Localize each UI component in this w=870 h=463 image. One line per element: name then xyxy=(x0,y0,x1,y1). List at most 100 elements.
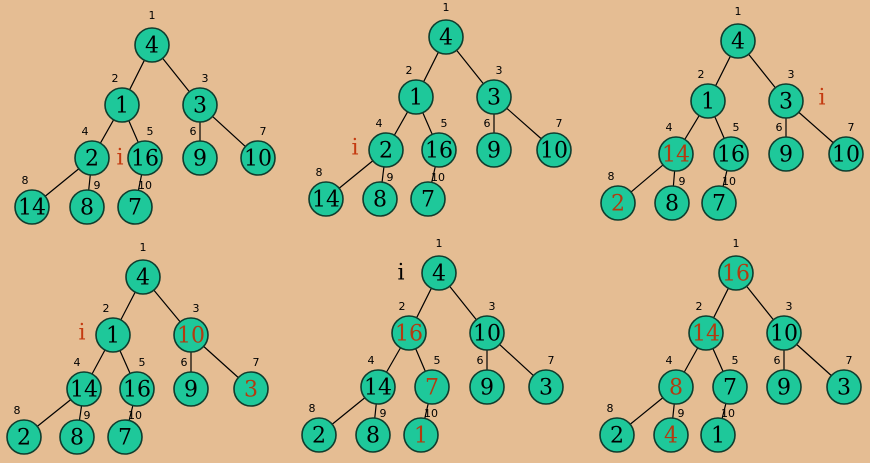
node-index-label: 1 xyxy=(443,1,450,14)
node-value: 9 xyxy=(779,143,793,168)
node-index-label: 4 xyxy=(666,121,673,134)
node-circle xyxy=(173,317,209,353)
node-circle xyxy=(308,181,344,217)
node-index-label: 5 xyxy=(441,117,448,130)
node-index-label: 5 xyxy=(434,354,441,367)
edge-1-2 xyxy=(120,291,136,321)
edge-5-10 xyxy=(137,174,143,191)
node-circle xyxy=(119,371,155,407)
node-value: 14 xyxy=(692,322,720,347)
node-value: 7 xyxy=(128,196,142,221)
edge-1-3 xyxy=(748,53,776,89)
node-value: 7 xyxy=(712,192,726,217)
heap-node-3: 33 xyxy=(182,72,218,123)
node-index-label: 6 xyxy=(774,354,781,367)
heap-node-1: 41 xyxy=(428,1,464,55)
node-value: 2 xyxy=(17,426,31,451)
node-circle xyxy=(421,132,457,168)
edge-4-8 xyxy=(630,164,664,193)
node-circle xyxy=(768,136,804,172)
node-value: 3 xyxy=(193,94,207,119)
heap-node-10: 110 xyxy=(700,407,736,453)
node-index-label: 5 xyxy=(732,354,739,367)
heap-node-8: 148 xyxy=(308,166,344,217)
node-value: 3 xyxy=(539,376,553,401)
node-value: 9 xyxy=(480,376,494,401)
node-value: 3 xyxy=(837,376,851,401)
node-index-label: 6 xyxy=(484,117,491,130)
heap-node-1: 41 xyxy=(125,241,161,295)
node-value: 3 xyxy=(244,378,258,403)
node-circle xyxy=(718,255,754,291)
heap-node-6: 96 xyxy=(173,356,209,407)
node-value: 8 xyxy=(665,192,679,217)
node-circle xyxy=(536,132,572,168)
node-value: 10 xyxy=(770,322,798,347)
node-index-label: 8 xyxy=(607,402,614,415)
heap-node-8: 28 xyxy=(600,170,636,221)
heap-node-6: 96 xyxy=(182,125,218,176)
heap-node-3: 33 xyxy=(476,64,512,115)
node-value: 3 xyxy=(487,86,501,111)
node-circle xyxy=(653,417,689,453)
node-circle xyxy=(117,189,153,225)
node-circle xyxy=(766,369,802,405)
node-circle xyxy=(398,79,434,115)
edge-5-10 xyxy=(431,166,436,183)
node-value: 16 xyxy=(123,378,151,403)
node-value: 8 xyxy=(80,196,94,221)
edge-1-2 xyxy=(416,287,432,319)
node-value: 16 xyxy=(717,143,745,168)
heap-node-2: 162 xyxy=(391,300,427,351)
node-circle xyxy=(69,189,105,225)
node-value: 9 xyxy=(184,378,198,403)
edge-4-8 xyxy=(331,397,366,425)
heap-node-9: 89 xyxy=(355,407,391,453)
heap-node-8: 148 xyxy=(14,174,50,225)
node-value: 16 xyxy=(395,322,423,347)
heap-node-9: 89 xyxy=(69,179,105,225)
heap-node-1: 41 xyxy=(134,9,170,63)
heap-node-5: 165 xyxy=(119,356,155,407)
heap-node-7: 37 xyxy=(233,356,269,407)
node-circle xyxy=(74,140,110,176)
heap-node-7: 107 xyxy=(828,121,864,172)
heap-node-10: 710 xyxy=(410,171,446,217)
node-value: 4 xyxy=(145,34,159,59)
edge-5-10 xyxy=(424,403,429,419)
edge-2-5 xyxy=(415,348,426,372)
node-index-label: 2 xyxy=(112,72,119,85)
node-value: 2 xyxy=(85,147,99,172)
node-value: 9 xyxy=(487,139,501,164)
edge-1-2 xyxy=(129,59,145,91)
node-value: 4 xyxy=(439,26,453,51)
node-circle xyxy=(240,140,276,176)
edge-1-2 xyxy=(713,287,729,319)
node-index-label: 1 xyxy=(733,237,740,250)
heap-node-6: 96 xyxy=(469,354,505,405)
edge-4-9 xyxy=(88,174,91,191)
node-circle xyxy=(66,371,102,407)
node-index-label: 10 xyxy=(138,179,152,192)
node-index-label: 9 xyxy=(679,175,686,188)
node-value: 4 xyxy=(432,262,446,287)
edge-2-5 xyxy=(712,348,724,372)
node-circle xyxy=(713,136,749,172)
node-index-label: 3 xyxy=(496,64,503,77)
node-index-label: 1 xyxy=(140,241,147,254)
node-circle xyxy=(362,181,398,217)
heap-node-5: 165 xyxy=(713,121,749,172)
node-circle xyxy=(14,189,50,225)
node-value: 14 xyxy=(364,376,392,401)
node-value: 1 xyxy=(711,424,725,449)
node-circle xyxy=(360,369,396,405)
node-index-label: 8 xyxy=(316,166,323,179)
node-value: 9 xyxy=(193,147,207,172)
node-circle xyxy=(414,369,450,405)
node-value: 10 xyxy=(540,139,568,164)
heap-node-3: 33 xyxy=(768,68,804,119)
node-circle xyxy=(233,371,269,407)
